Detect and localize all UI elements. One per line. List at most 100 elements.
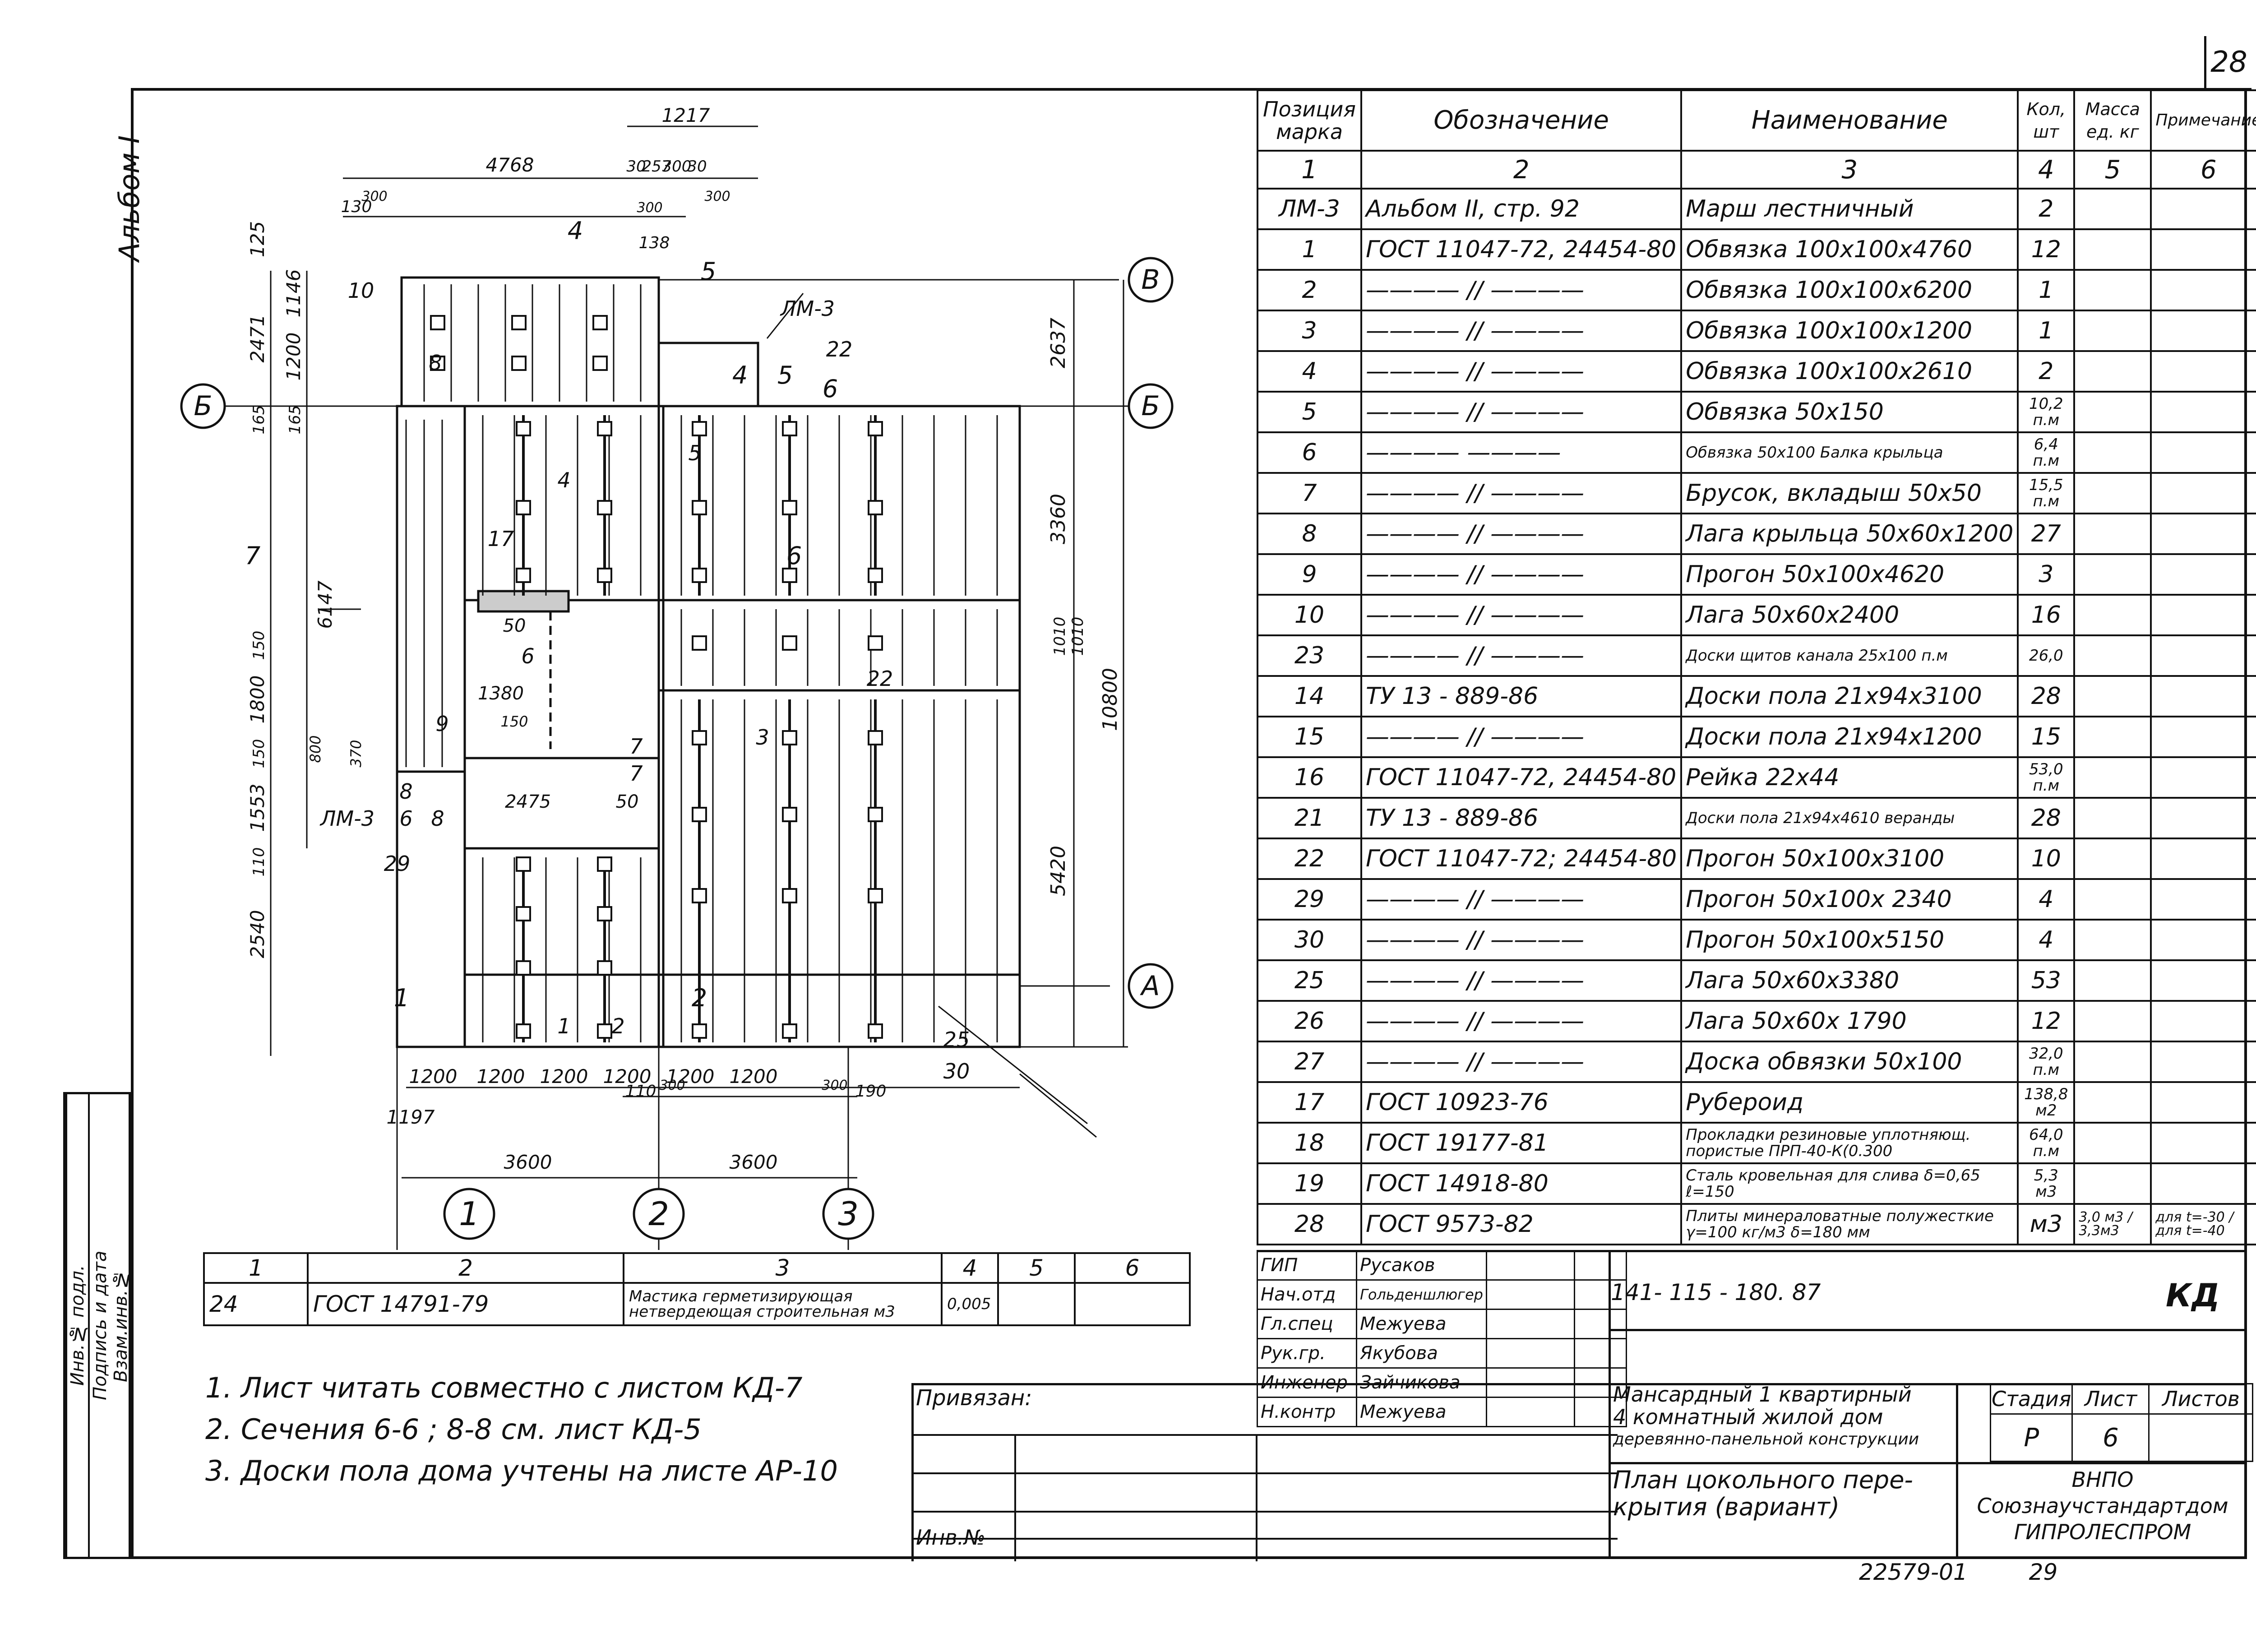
spec-cell-name: Лага 50x60x2400 [1680, 594, 2019, 636]
plan-label-20: 7 [629, 761, 643, 786]
plan-label-2: ЛМ-3 [780, 296, 835, 321]
small-table: 1 2 3 4 5 6 24 ГОСТ 14791-79 Мастика гер… [203, 1252, 1191, 1326]
spec-cell-note [2150, 1162, 2256, 1205]
signature-sign [1485, 1367, 1575, 1398]
spec-cell-qty: 1 [2017, 269, 2076, 311]
spec-cell-pos: 26 [1257, 1000, 1362, 1042]
spec-cell-mass [2073, 431, 2152, 474]
spec-cell-name: Прокладки резиновые уплотняющ. пористые … [1680, 1122, 2019, 1164]
dim-left-2: 1200 [282, 333, 305, 381]
spec-cell-pos: 17 [1257, 1081, 1362, 1124]
doc-code: 141- 115 - 180. 87 [1611, 1279, 1821, 1305]
axis-bubble-b-left [180, 383, 226, 429]
signature-name: Зайчикова [1356, 1367, 1487, 1398]
axis-bubble-2 [633, 1188, 685, 1240]
stage-header: Лист [2071, 1383, 2150, 1415]
small-header: 6 [1074, 1252, 1191, 1284]
doc-mark: КД [2166, 1277, 2220, 1314]
spec-cell-qty: 4 [2017, 878, 2076, 921]
dim-left-3: 2471 [246, 315, 268, 363]
stage-header: Листов [2148, 1383, 2254, 1415]
dim-bottom-3: 1200 [603, 1065, 652, 1087]
axis-bubble-1 [443, 1188, 495, 1240]
plan-label-10: 3 [756, 725, 769, 750]
spec-cell-qty: 12 [2017, 228, 2076, 271]
note-2: 2. Сечения 6-6 ; 8-8 см. лист КД-5 [205, 1413, 702, 1446]
spec-cell-name: Сталь кровельная для слива δ=0,65 ℓ=150 [1680, 1162, 2019, 1205]
axis-b-right: Б [1141, 390, 1160, 422]
organization: ВНПО Союзнаучстандартдом ГИПРОЛЕСПРОМ [1958, 1467, 2247, 1545]
org-line: ВНПО [2071, 1467, 2134, 1492]
signature-name: Гольденшлюгер [1356, 1279, 1487, 1310]
small-header: 4 [941, 1252, 999, 1284]
spec-cell-note [2150, 1122, 2256, 1164]
spec-cell-name: Прогон 50x100x3100 [1680, 838, 2019, 880]
plan-label-9: 9 [435, 712, 448, 736]
spec-cell-mass [2073, 472, 2152, 514]
spec-cell-designation: ———— // ———— [1360, 716, 1683, 758]
dim-bottom-9: 110 [625, 1082, 656, 1101]
spec-cell-mass [2073, 391, 2152, 433]
signature-row: Рук.гр.Якубова [1257, 1338, 1627, 1369]
spec-cell-note [2150, 1000, 2256, 1042]
spec-cell-name: Доски пола 21x94x4610 веранды [1680, 797, 2019, 839]
plan-label-7: 6 [521, 644, 534, 668]
small-header: 5 [997, 1252, 1076, 1284]
spec-cell-pos: 15 [1257, 716, 1362, 758]
dim-left-11: 110 [250, 847, 268, 877]
spec-cell-name: Доска обвязки 50x100 [1680, 1041, 2019, 1083]
bottom-page: 29 [2029, 1559, 2058, 1585]
spec-cell-designation: ———— // ———— [1360, 1041, 1683, 1083]
spec-cell-note [2150, 878, 2256, 921]
album-label: Альбом I [113, 135, 146, 262]
spec-header-mass: Масса ед. кг [2073, 89, 2152, 152]
dim-bottom-8: 3600 [730, 1151, 778, 1173]
spec-cell-pos: 1 [1257, 228, 1362, 271]
spec-index: 1 [1257, 150, 1362, 190]
spec-cell-designation: ———— // ———— [1360, 269, 1683, 311]
spec-cell-mass: 3,0 м3 / 3,3м3 [2073, 1203, 2152, 1245]
stage-header: Стадия [1989, 1383, 2073, 1415]
spec-cell-mass [2073, 838, 2152, 880]
bottom-code-text: 22579-01 [1859, 1559, 1968, 1585]
side-label-replace: Взам.инв.№ [111, 1269, 131, 1382]
spec-index: 6 [2150, 150, 2256, 190]
dim-left-10: 1553 [246, 784, 268, 832]
spec-cell-pos: 8 [1257, 513, 1362, 555]
spec-cell-qty: 53,0 п.м [2017, 756, 2076, 799]
inner-dim-1: 1380 [478, 683, 524, 704]
spec-cell-note [2150, 228, 2256, 271]
spec-index: 5 [2073, 150, 2152, 190]
spec-cell-name: Обвязка 100x100x2610 [1680, 350, 2019, 393]
inner-dim-2: 150 [500, 713, 528, 730]
spec-cell-pos: 4 [1257, 350, 1362, 393]
spec-cell-qty: 4 [2017, 919, 2076, 961]
spec-cell-qty: 2 [2017, 350, 2076, 393]
dim-bottom-12: 190 [855, 1082, 887, 1101]
dim-right-0: 2637 [1047, 318, 1070, 368]
stage-value: 6 [2071, 1413, 2150, 1462]
spec-header-note: Примечание [2150, 89, 2256, 152]
spec-cell-designation: ГОСТ 19177-81 [1360, 1122, 1683, 1164]
dim-left-0: 125 [246, 221, 268, 257]
inner-dim-4: 50 [616, 791, 639, 812]
spec-cell-pos: 23 [1257, 634, 1362, 677]
spec-cell-pos: 16 [1257, 756, 1362, 799]
spec-cell-mass [2073, 269, 2152, 311]
spec-cell-pos: 21 [1257, 797, 1362, 839]
spec-cell-pos: 14 [1257, 675, 1362, 717]
dim-left-9: 150 [250, 739, 268, 768]
